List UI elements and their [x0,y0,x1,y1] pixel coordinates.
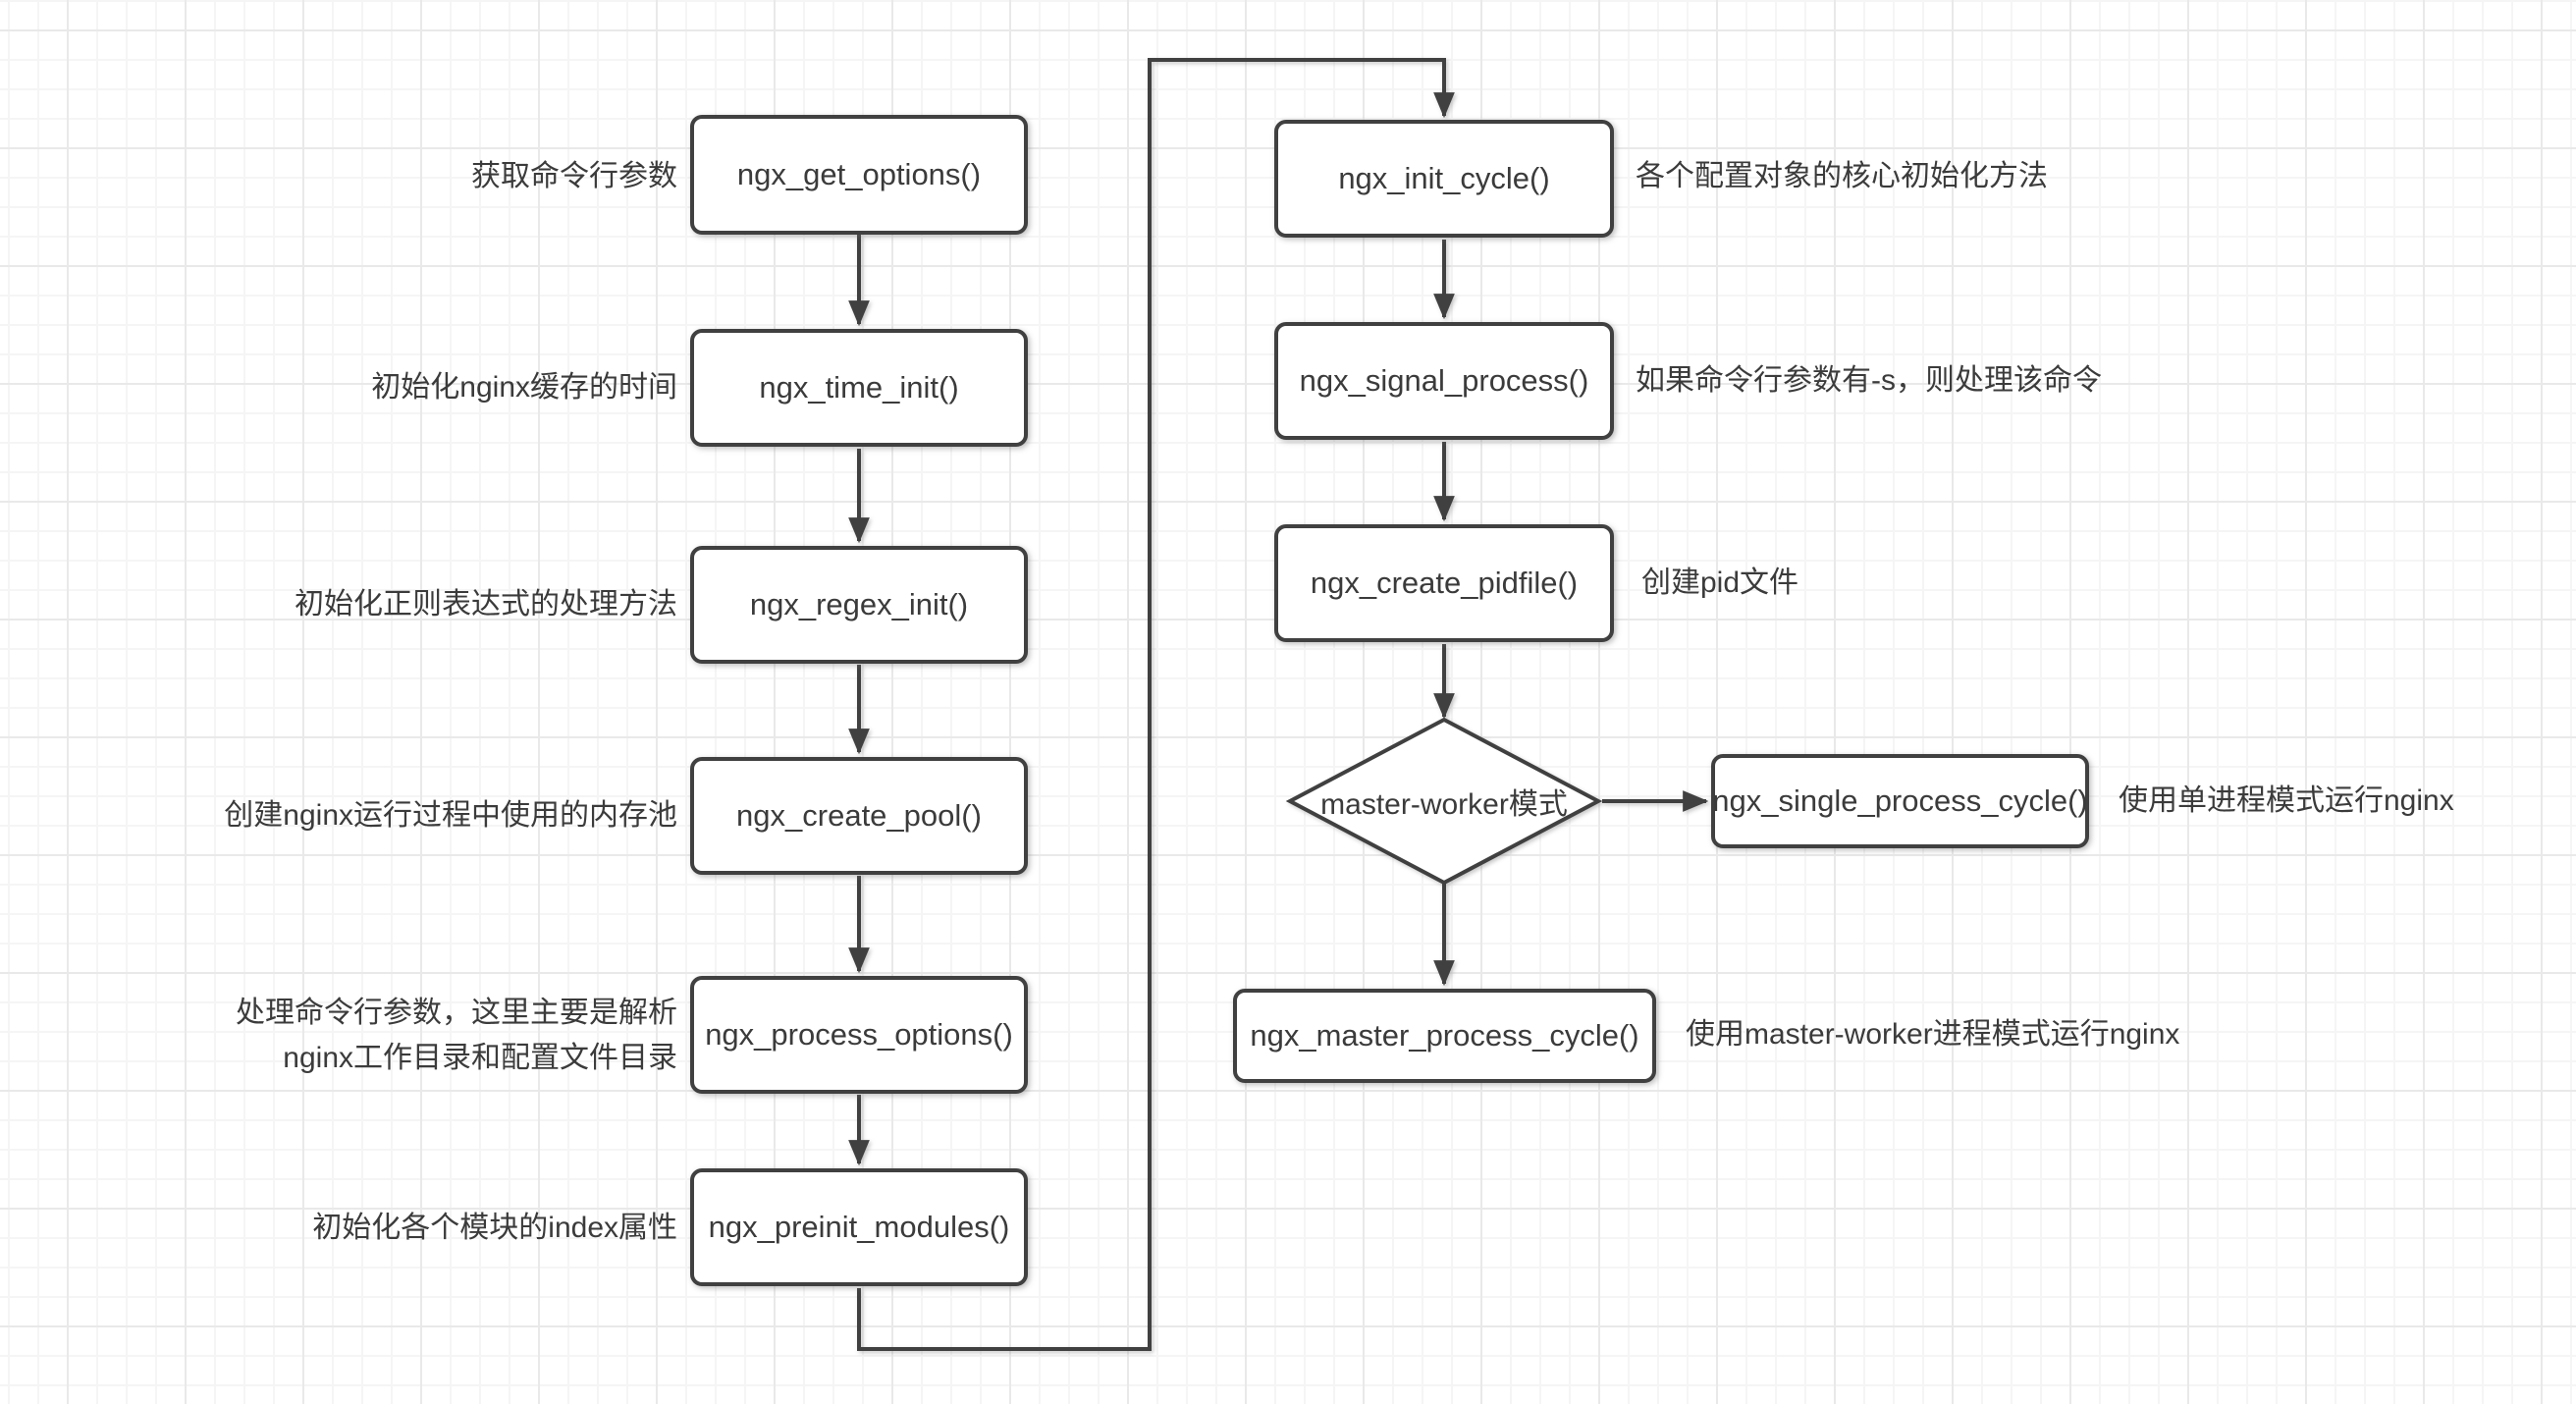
node-ngx-init-cycle[interactable]: ngx_init_cycle() [1274,120,1614,238]
loop-preinit-modules-to-init-cycle [857,58,1455,1351]
node-label: ngx_single_process_cycle() [1712,783,2088,818]
node-master-worker-decision[interactable] [1285,717,1603,886]
annotation-signal-process: 如果命令行参数有-s，则处理该命令 [1636,364,2102,397]
annotation-single-process-cycle: 使用单进程模式运行nginx [2119,784,2454,817]
annotation-get-options: 获取命令行参数 [471,160,677,192]
node-label: ngx_preinit_modules() [708,1210,1010,1244]
node-label: ngx_regex_init() [749,587,969,621]
node-ngx-create-pool[interactable]: ngx_create_pool() [690,757,1028,875]
annotation-process-options: 处理命令行参数，这里主要是解析 nginx工作目录和配置文件目录 [236,997,677,1074]
node-label: ngx_create_pidfile() [1310,566,1579,600]
node-ngx-create-pidfile[interactable]: ngx_create_pidfile() [1274,524,1614,642]
node-ngx-master-process-cycle[interactable]: ngx_master_process_cycle() [1233,989,1656,1083]
node-label: ngx_master_process_cycle() [1250,1018,1639,1053]
node-label: ngx_init_cycle() [1338,161,1550,195]
annotation-preinit-modules: 初始化各个模块的index属性 [312,1212,677,1244]
annotation-master-process-cycle: 使用master-worker进程模式运行nginx [1686,1018,2180,1051]
node-label: ngx_signal_process() [1299,363,1589,398]
node-label: ngx_get_options() [736,157,982,191]
node-ngx-single-process-cycle[interactable]: ngx_single_process_cycle() [1711,754,2089,848]
node-ngx-get-options[interactable]: ngx_get_options() [690,115,1028,235]
decision-label: master-worker模式 [1320,788,1568,821]
node-ngx-regex-init[interactable]: ngx_regex_init() [690,546,1028,664]
node-label: ngx_process_options() [705,1017,1013,1052]
annotation-regex-init: 初始化正则表达式的处理方法 [295,588,677,621]
node-ngx-time-init[interactable]: ngx_time_init() [690,329,1028,447]
annotation-time-init: 初始化nginx缓存的时间 [371,371,677,404]
annotation-init-cycle: 各个配置对象的核心初始化方法 [1636,160,2048,192]
annotation-create-pool: 创建nginx运行过程中使用的内存池 [224,799,677,832]
annotation-create-pidfile: 创建pid文件 [1641,567,1799,599]
node-ngx-process-options[interactable]: ngx_process_options() [690,976,1028,1094]
node-ngx-signal-process[interactable]: ngx_signal_process() [1274,322,1614,440]
node-label: ngx_time_init() [759,370,959,405]
node-ngx-preinit-modules[interactable]: ngx_preinit_modules() [690,1168,1028,1286]
node-label: ngx_create_pool() [736,798,982,833]
